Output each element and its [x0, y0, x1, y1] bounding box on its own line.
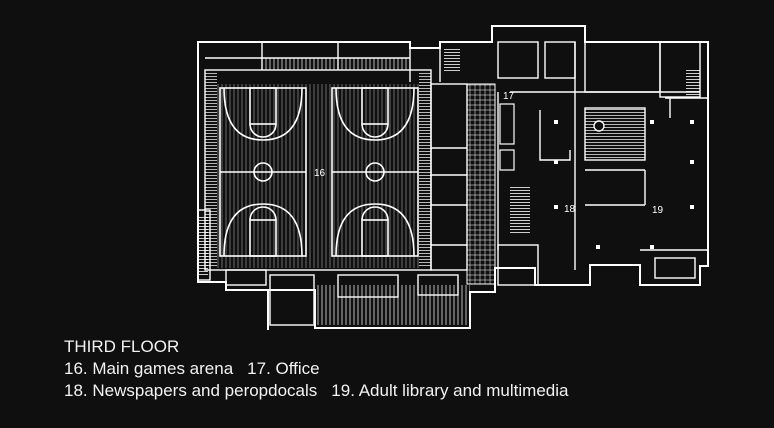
- seating-south: [315, 285, 470, 325]
- building-outline: [197, 25, 709, 330]
- room-number-17: 17: [503, 91, 515, 102]
- room-number-19: 19: [652, 205, 664, 216]
- floor-plan: 16 17 18 19: [197, 25, 709, 330]
- legend-item-16: 16. Main games arena: [64, 359, 234, 378]
- corridor: [466, 83, 496, 285]
- legend-row-1: 16. Main games arena 17. Office: [64, 358, 568, 380]
- legend-item-18: 18. Newspapers and peropdocals: [64, 381, 318, 400]
- columns: [554, 120, 694, 249]
- room-number-16: 16: [314, 168, 326, 179]
- floor-legend: THIRD FLOOR 16. Main games arena 17. Offi…: [64, 336, 568, 402]
- stair-center: [510, 185, 530, 235]
- seating-east: [419, 72, 431, 268]
- stair-west: [198, 215, 208, 275]
- stair-north: [444, 48, 460, 72]
- stair-east: [686, 70, 700, 100]
- room-number-18: 18: [564, 204, 576, 215]
- seating-north: [262, 58, 410, 70]
- legend-item-19: 19. Adult library and multimedia: [331, 381, 569, 400]
- reading-platform: [584, 107, 646, 161]
- legend-row-2: 18. Newspapers and peropdocals 19. Adult …: [64, 380, 568, 402]
- office-area: [499, 103, 515, 171]
- legend-title: THIRD FLOOR: [64, 337, 180, 356]
- legend-item-17: 17. Office: [247, 359, 320, 378]
- game-arena: [217, 84, 419, 268]
